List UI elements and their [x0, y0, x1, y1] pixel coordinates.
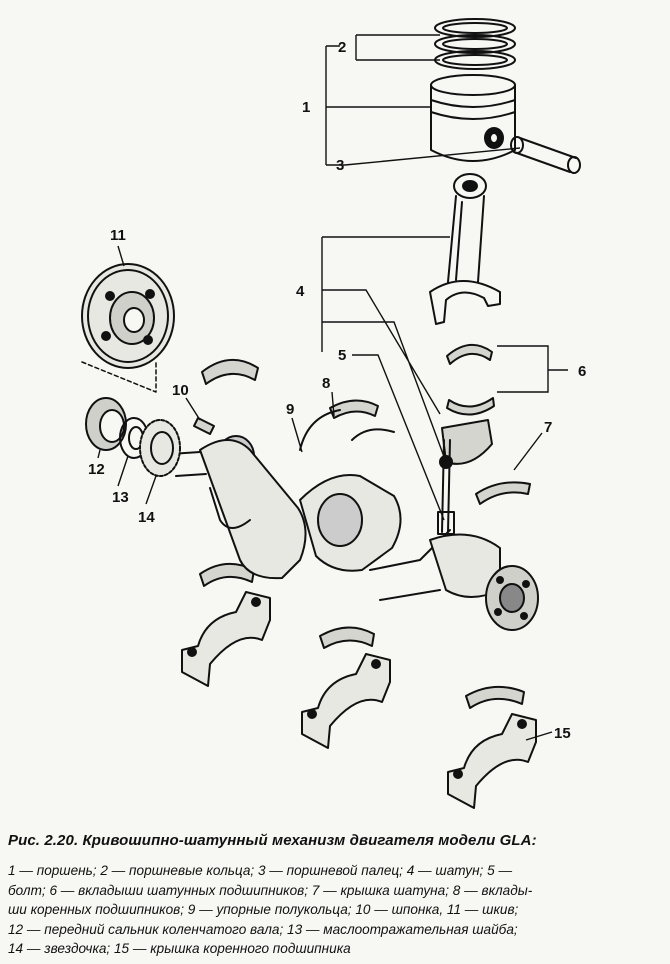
label-1: 1	[302, 99, 310, 116]
label-13: 13	[112, 489, 129, 506]
caption-line: 14 — звездочка; 15 — крышка коренного по…	[8, 941, 351, 957]
key	[193, 417, 215, 435]
caption-line: 12 — передний сальник коленчатого вала; …	[8, 921, 518, 937]
main-bearing-caps	[181, 591, 537, 809]
label-4: 4	[296, 283, 305, 300]
label-5: 5	[338, 347, 346, 364]
leader-lines	[97, 34, 568, 741]
label-9: 9	[286, 401, 294, 418]
sprocket	[139, 419, 181, 477]
caption-line: болт; 6 — вкладыши шатунных подшипников;…	[8, 882, 533, 898]
rod-cap	[439, 419, 493, 469]
label-10: 10	[172, 382, 189, 399]
callout-numbers: 1 2 3 4 5 6 7 8 9 10 11 12 13 14 15	[88, 39, 586, 742]
caption-line: 1 — поршень; 2 — поршневые кольца; 3 — п…	[8, 863, 513, 878]
piston	[430, 74, 516, 162]
label-12: 12	[88, 461, 105, 478]
figure-caption: Рис. 2.20. Кривошипно-шатунный механизм …	[8, 832, 664, 959]
piston-pin	[510, 136, 581, 174]
thrust-half-rings	[299, 409, 395, 451]
label-6: 6	[578, 363, 586, 380]
label-2: 2	[338, 39, 346, 56]
main-bearing-shells	[199, 358, 531, 709]
label-15: 15	[554, 725, 571, 742]
connecting-rod	[429, 173, 501, 325]
caption-line: ши коренных подшипников; 9 — упорные пол…	[8, 902, 519, 918]
label-8: 8	[322, 375, 330, 392]
rod-bearing-shells	[446, 344, 495, 416]
label-3: 3	[336, 157, 344, 174]
crankshaft	[169, 435, 539, 631]
front-seal	[85, 397, 127, 451]
label-11: 11	[110, 227, 126, 244]
piston-rings	[434, 18, 516, 70]
label-14: 14	[138, 509, 155, 526]
pulley	[81, 263, 175, 369]
caption-title: Рис. 2.20. Кривошипно-шатунный механизм …	[8, 832, 537, 849]
label-7: 7	[544, 419, 552, 436]
crank-mechanism-diagram: 1 2 3 4 5 6 7 8 9 10 11 12 13 14 15	[81, 18, 586, 809]
